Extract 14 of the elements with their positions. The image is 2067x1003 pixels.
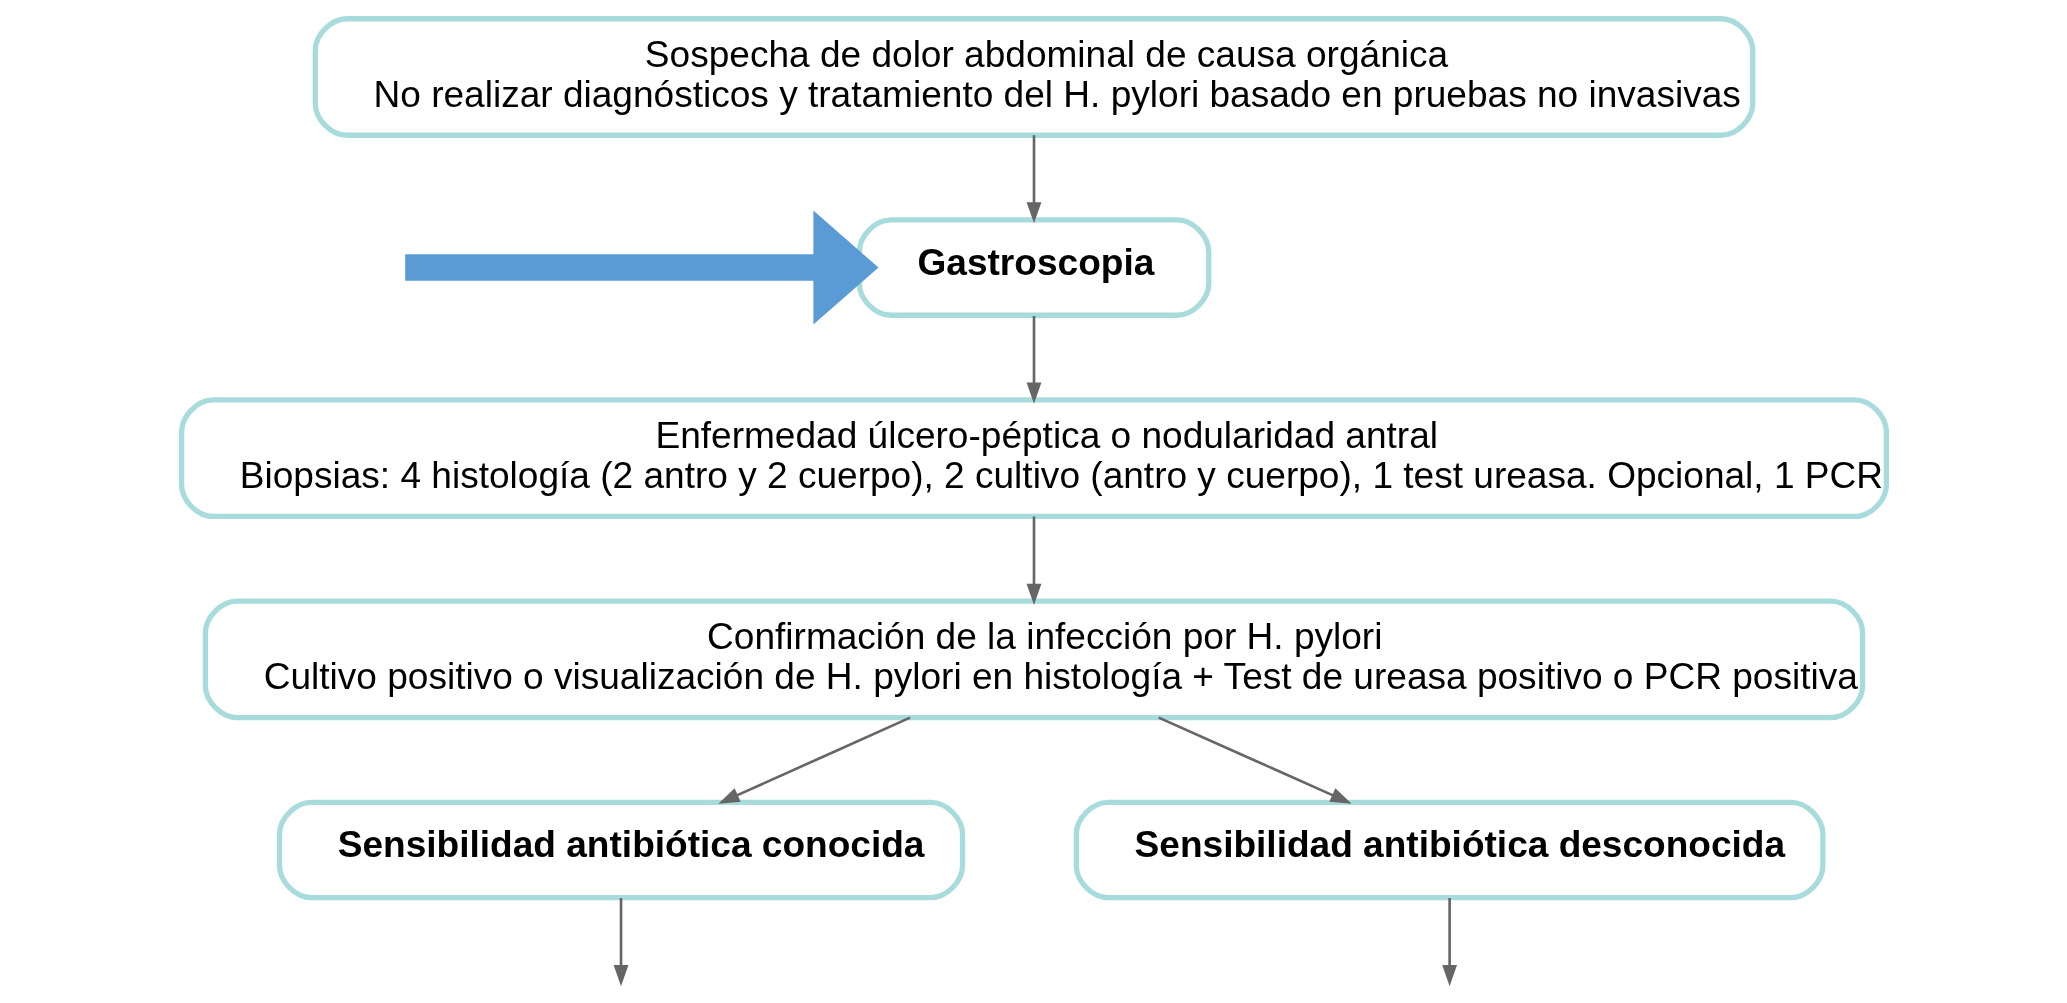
arrow	[1026, 516, 1041, 605]
arrow	[1026, 316, 1041, 404]
node-box: Confirmación de la infección por H. pylori Cultivo positivo o visualización de H. pylori en histología + Test de ureasa positivo o PCR positiva	[202, 598, 1865, 721]
node-box: Gastroscopia	[856, 217, 1211, 318]
arrow	[404, 210, 878, 325]
arrow	[717, 716, 911, 804]
node-box: Enfermedad úlcero-péptica o nodularidad antral Biopsias: 4 histología (2 antro y 2 cuerpo), 2 cultivo (antro y cuerpo), 1 test ureasa. Opcional, 1 PCR	[178, 397, 1889, 520]
node-box: Sospecha de dolor abdominal de causa orgánica No realizar diagnósticos y tratamiento del H. pylori basado en pruebas no invasivas	[312, 16, 1755, 138]
arrow	[1157, 716, 1352, 804]
arrow	[613, 898, 628, 987]
node-box: Sensibilidad antibiótica conocida	[276, 799, 965, 901]
arrow	[1026, 135, 1041, 224]
arrow	[1441, 898, 1457, 987]
node-box: Sensibilidad antibiótica desconocida	[1073, 799, 1826, 901]
